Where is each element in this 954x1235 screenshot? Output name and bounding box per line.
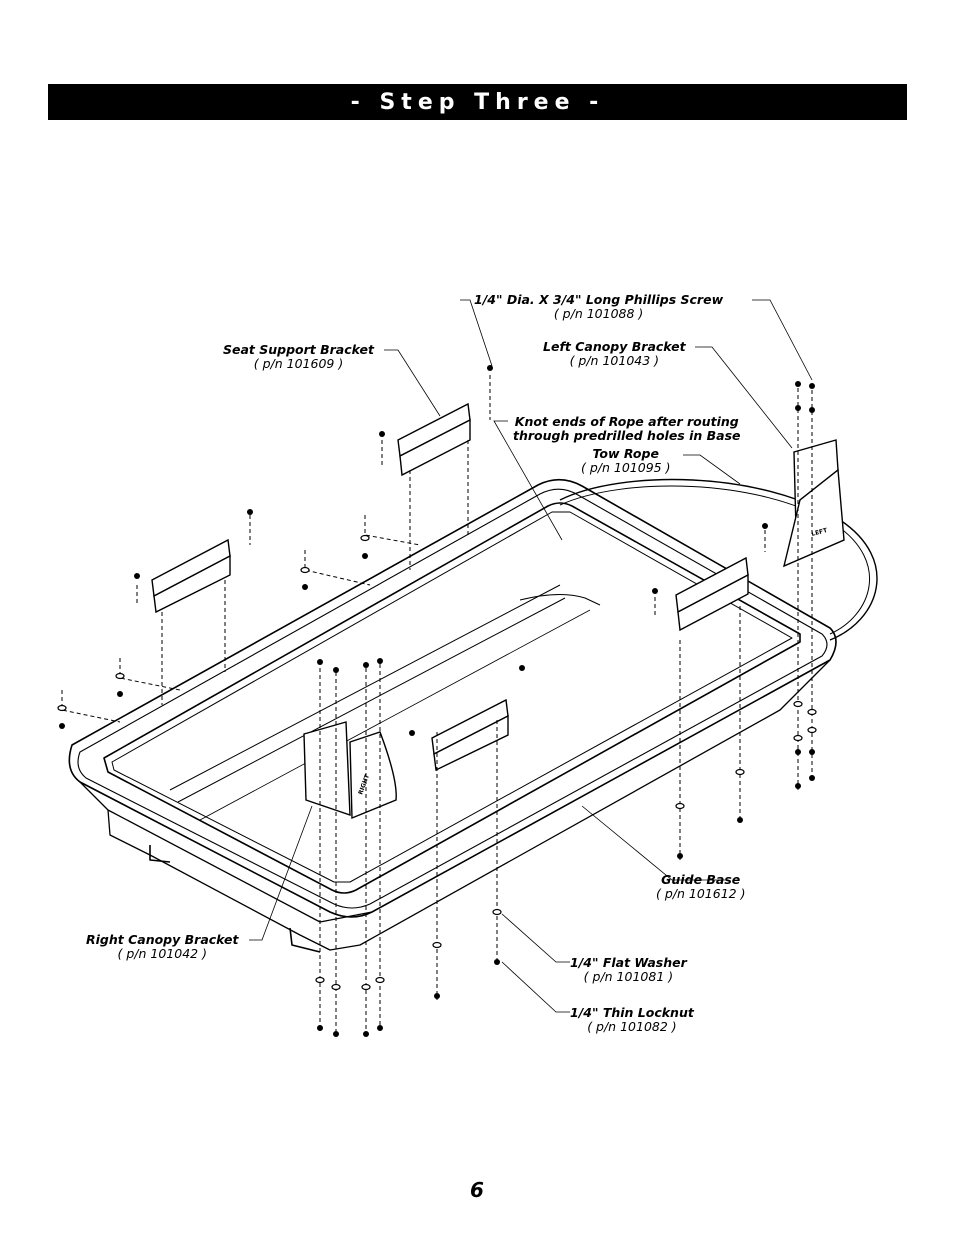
label-right-canopy-bracket: Right Canopy Bracket( p/n 101042 ) bbox=[86, 932, 239, 961]
step-title: - Step Three - bbox=[350, 89, 605, 115]
label-guide-base: Guide Base( p/n 101612 ) bbox=[656, 872, 746, 901]
guide-base-outer-rim bbox=[68, 478, 837, 918]
step-title-banner: - Step Three - bbox=[48, 84, 907, 120]
page-number: 6 bbox=[470, 1178, 484, 1202]
label-phillips-screw: 1/4" Dia. X 3/4" Long Phillips Screw( p/… bbox=[474, 292, 724, 321]
label-left-canopy-bracket: Left Canopy Bracket( p/n 101043 ) bbox=[543, 339, 686, 368]
label-thin-locknut: 1/4" Thin Locknut( p/n 101082 ) bbox=[570, 1005, 694, 1034]
left-bracket-mark: LEFT bbox=[811, 527, 829, 538]
right-canopy-bracket bbox=[303, 721, 351, 816]
label-flat-washer: 1/4" Flat Washer( p/n 101081 ) bbox=[570, 955, 687, 984]
label-seat-support-bracket: Seat Support Bracket( p/n 101609 ) bbox=[223, 342, 374, 371]
label-tow-rope: Tow Rope( p/n 101095 ) bbox=[581, 446, 671, 475]
